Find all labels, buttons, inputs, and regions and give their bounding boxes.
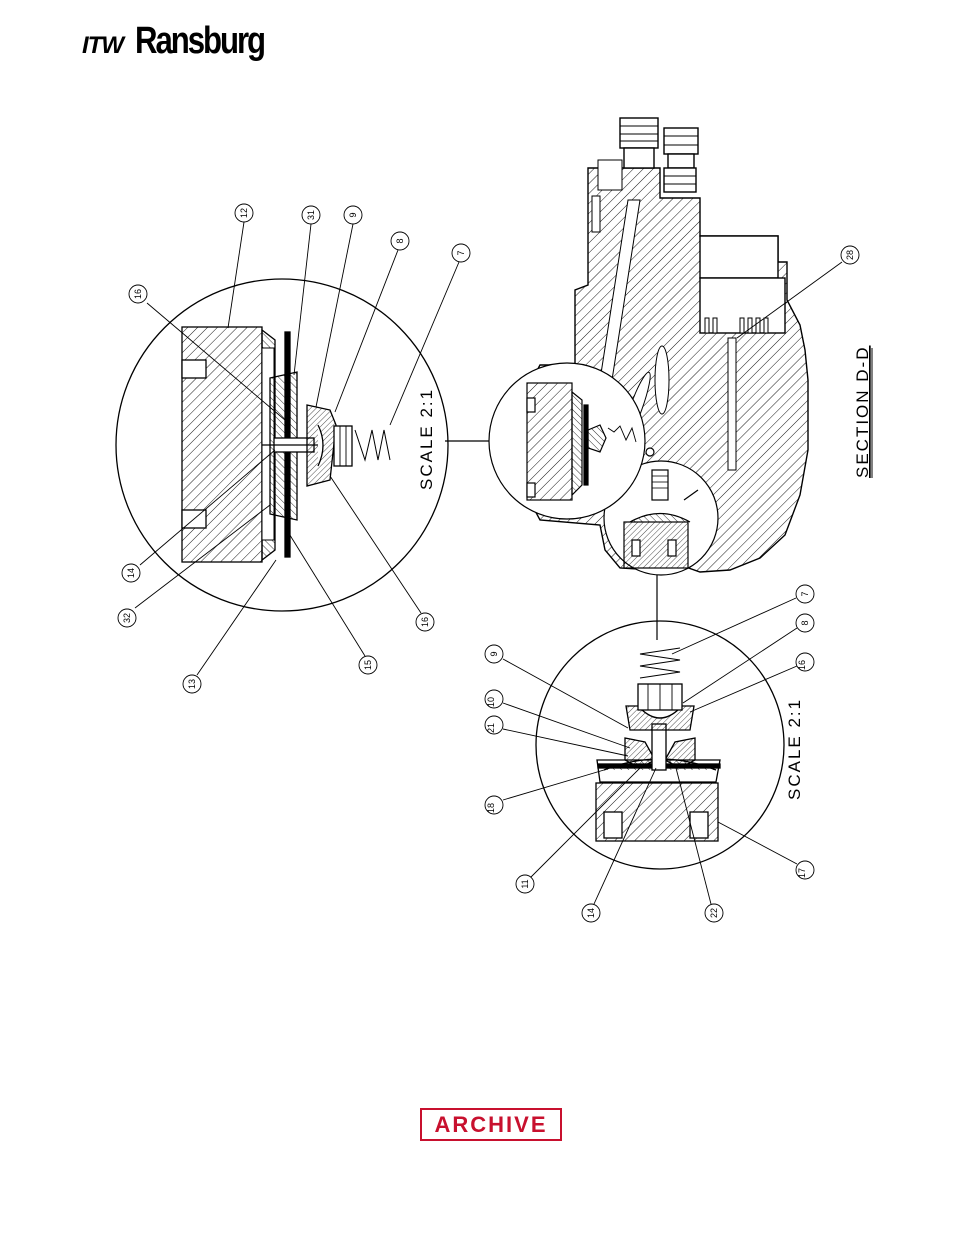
upper-detail-view	[116, 279, 448, 611]
callout-17: 17	[718, 822, 814, 879]
svg-text:8: 8	[395, 238, 405, 243]
callout-31: 31	[294, 206, 320, 375]
svg-text:13: 13	[187, 679, 197, 689]
svg-text:22: 22	[709, 908, 719, 918]
callout-16-bottom: 16	[330, 476, 434, 631]
detail-circle-medium	[489, 363, 645, 519]
lower-detail-view	[536, 621, 784, 869]
callout-13: 13	[183, 560, 276, 693]
svg-text:7: 7	[456, 250, 466, 255]
callout-12: 12	[228, 204, 253, 328]
svg-text:28: 28	[845, 250, 855, 260]
svg-text:32: 32	[122, 613, 132, 623]
svg-text:8: 8	[800, 620, 810, 625]
svg-text:14: 14	[126, 568, 136, 578]
scale-label-upper: SCALE 2:1	[417, 388, 436, 490]
callout-7-lower: 7	[672, 585, 814, 654]
callout-18: 18	[485, 770, 604, 814]
callout-9-lower: 9	[485, 645, 628, 728]
callout-9: 9	[316, 206, 362, 407]
svg-text:17: 17	[797, 868, 807, 878]
svg-text:9: 9	[348, 212, 358, 217]
svg-text:7: 7	[800, 591, 810, 596]
svg-text:15: 15	[363, 660, 373, 670]
svg-text:16: 16	[797, 660, 807, 670]
svg-text:31: 31	[306, 210, 316, 220]
callout-10: 10	[485, 690, 630, 748]
svg-text:14: 14	[586, 908, 596, 918]
callout-15: 15	[288, 532, 377, 674]
svg-text:9: 9	[489, 651, 499, 656]
svg-text:16: 16	[133, 289, 143, 299]
section-label: SECTION D-D	[853, 346, 872, 479]
svg-text:18: 18	[486, 803, 496, 813]
svg-text:11: 11	[520, 879, 530, 888]
svg-text:21: 21	[486, 723, 496, 733]
archive-stamp: ARCHIVE	[420, 1108, 562, 1141]
svg-text:10: 10	[486, 697, 496, 707]
svg-text:12: 12	[239, 208, 249, 218]
svg-text:16: 16	[420, 617, 430, 627]
scale-label-lower: SCALE 2:1	[785, 698, 804, 800]
